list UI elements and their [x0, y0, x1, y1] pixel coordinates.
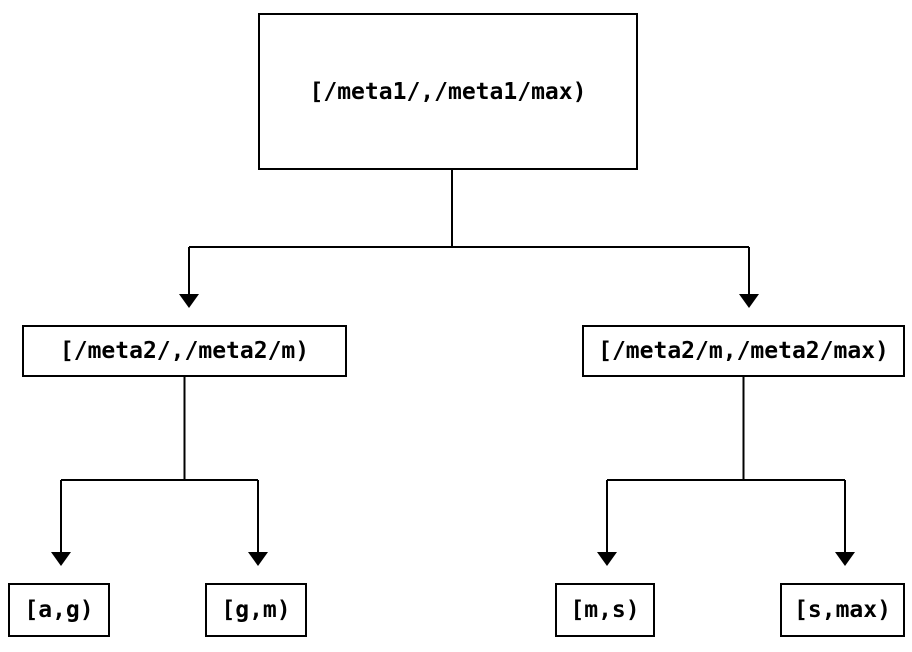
tree-leaf-ag: [a,g) [8, 583, 110, 637]
tree-node-meta2-lower: [/meta2/,/meta2/m) [22, 325, 347, 377]
arrowhead-down-icon [835, 552, 855, 566]
tree-leaf-gm: [g,m) [205, 583, 307, 637]
arrowhead-down-icon [248, 552, 268, 566]
tree-leaf-ms: [m,s) [555, 583, 655, 637]
tree-leaf-ag-label: [a,g) [24, 597, 94, 623]
arrowhead-down-icon [597, 552, 617, 566]
edge-root-to-level1 [179, 170, 759, 308]
edge-right-to-leaves [597, 377, 855, 566]
arrowhead-down-icon [51, 552, 71, 566]
tree-leaf-ms-label: [m,s) [570, 597, 640, 623]
tree-node-meta2-lower-label: [/meta2/,/meta2/m) [59, 338, 310, 364]
tree-leaf-smax: [s,max) [780, 583, 905, 637]
tree-node-root: [/meta1/,/meta1/max) [258, 13, 638, 170]
tree-node-root-label: [/meta1/,/meta1/max) [309, 78, 587, 105]
arrowhead-down-icon [179, 294, 199, 308]
edge-left-to-leaves [51, 377, 268, 566]
tree-leaf-smax-label: [s,max) [794, 597, 891, 623]
tree-leaf-gm-label: [g,m) [221, 597, 291, 623]
tree-node-meta2-upper: [/meta2/m,/meta2/max) [582, 325, 905, 377]
tree-node-meta2-upper-label: [/meta2/m,/meta2/max) [598, 338, 889, 364]
arrowhead-down-icon [739, 294, 759, 308]
